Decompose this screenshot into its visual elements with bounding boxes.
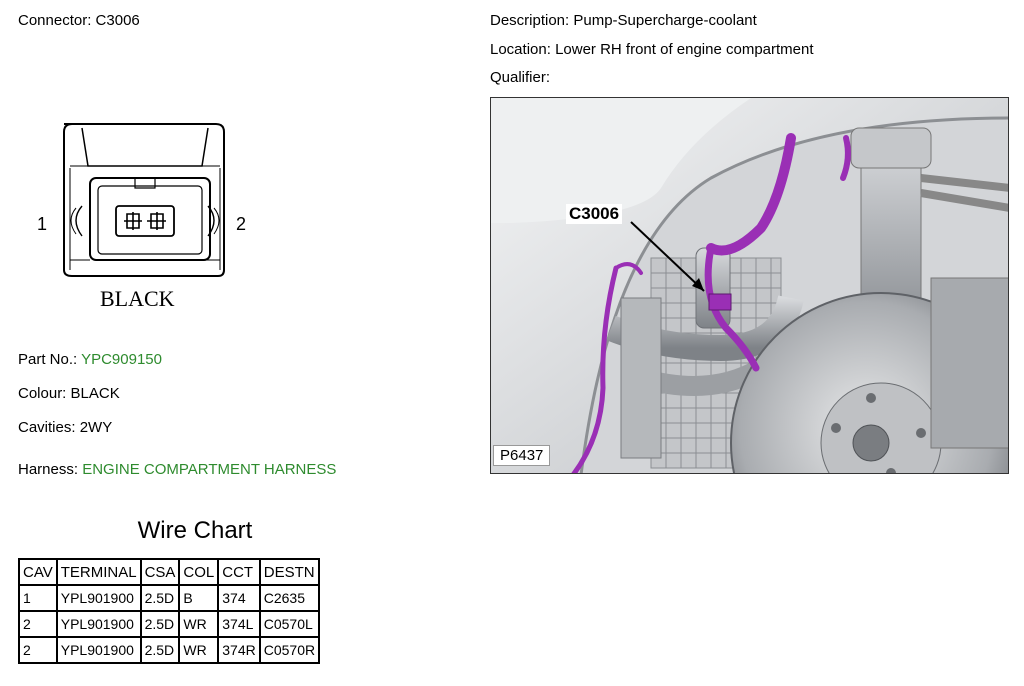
cell-csa: 2.5D [139,636,181,664]
column-header-terminal: TERMINAL [55,558,142,586]
location-value: Lower RH front of engine compartment [555,41,814,58]
colour-value: BLACK [70,385,120,402]
cell-col: WR [178,610,220,638]
figure-id-label: P6437 [493,445,551,466]
qualifier-label: Qualifier: [490,69,551,86]
harness-value: ENGINE COMPARTMENT HARNESS [82,461,337,478]
table-row: 2 YPL901900 2.5D WR 374R C0570R [18,636,321,664]
cell-terminal: YPL901900 [55,584,142,612]
pin-1-terminal [124,212,142,230]
column-header-destn: DESTN [258,558,321,586]
cell-destn: C0570R [258,636,321,664]
cell-cav: 2 [18,610,58,638]
cavities-field: Cavities: 2WY [18,419,112,436]
part-no-label: Part No.: [18,351,78,368]
connector-field: Connector: C3006 [18,12,140,29]
cavities-label: Cavities: [18,419,76,436]
location-field: Location: Lower RH front of engine compa… [490,41,814,58]
harness-field: Harness: ENGINE COMPARTMENT HARNESS [18,461,336,478]
cell-col: B [178,584,220,612]
cell-terminal: YPL901900 [55,610,142,638]
photo-callout-label: C3006 [566,204,623,224]
cell-destn: C2635 [258,584,321,612]
engine-bay-illustration [491,98,1008,473]
connector-value: C3006 [95,12,140,29]
table-row: 2 YPL901900 2.5D WR 374L C0570L [18,610,321,638]
table-row: 1 YPL901900 2.5D B 374 C2635 [18,584,321,612]
location-label: Location: [490,41,551,58]
description-field: Description: Pump-Supercharge-coolant [490,12,757,29]
cell-terminal: YPL901900 [55,636,142,664]
cell-cct: 374R [217,636,261,664]
colour-field: Colour: BLACK [18,385,120,402]
column-header-csa: CSA [139,558,181,586]
column-header-cav: CAV [18,558,58,586]
wire-chart-title: Wire Chart [137,517,253,544]
colour-label: Colour: [18,385,67,402]
cell-destn: C0570L [258,610,321,638]
pin-label-left: 1 [37,214,48,234]
harness-label: Harness: [18,461,79,478]
column-header-cct: CCT [217,558,261,586]
location-photo: C3006 P6437 [490,97,1009,474]
pin-label-right: 2 [236,214,247,234]
part-no-value: YPC909150 [81,351,162,368]
cell-cav: 1 [18,584,58,612]
table-header-row: CAV TERMINAL CSA COL CCT DESTN [18,558,321,586]
cell-cav: 2 [18,636,58,664]
connector-label: Connector: [18,12,92,29]
cell-csa: 2.5D [139,584,181,612]
description-label: Description: [490,12,570,29]
cell-cct: 374 [217,584,261,612]
part-no-field: Part No.: YPC909150 [18,351,162,368]
engine-harness-wire [571,133,851,473]
cell-csa: 2.5D [139,610,181,638]
wire-chart-table: CAV TERMINAL CSA COL CCT DESTN 1 YPL9019… [18,558,321,664]
cell-cct: 374L [217,610,261,638]
housing-color-label: BLACK [100,286,175,311]
pin-2-terminal [147,212,166,230]
qualifier-field: Qualifier: [490,69,550,86]
cavities-value: 2WY [79,419,113,436]
description-value: Pump-Supercharge-coolant [573,12,757,29]
connector-face-diagram [63,123,225,277]
column-header-col: COL [178,558,220,586]
cell-col: WR [178,636,220,664]
